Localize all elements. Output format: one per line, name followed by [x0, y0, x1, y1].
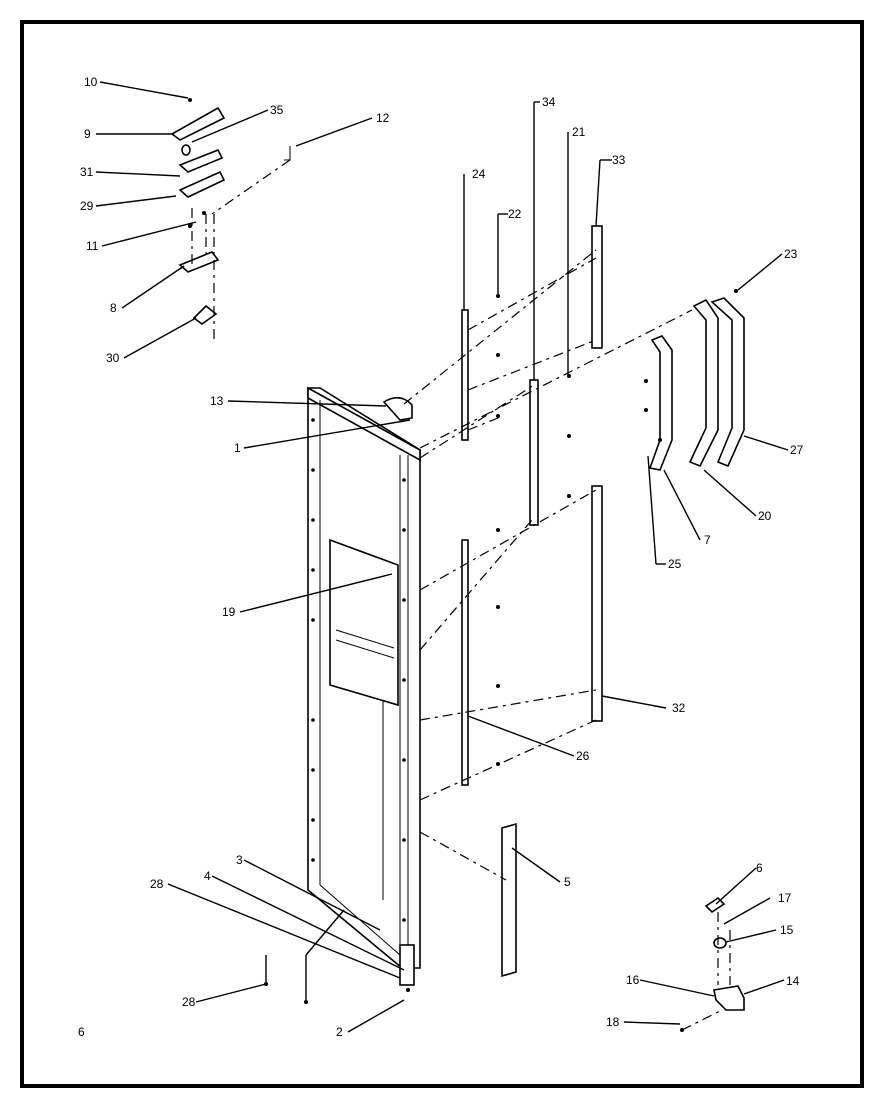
callout-2: 2 [336, 1025, 343, 1039]
frame-holes [311, 418, 406, 922]
page-border [20, 20, 864, 1088]
callout-34: 34 [542, 95, 556, 109]
top-hinge-assembly [170, 106, 291, 340]
assembly-lines [403, 249, 693, 881]
callout-24: 24 [472, 167, 486, 181]
callout-13: 13 [210, 394, 224, 408]
callout-28-lower: 28 [182, 995, 196, 1009]
callout-33: 33 [612, 153, 626, 167]
callout-8: 8 [110, 301, 117, 315]
callout-19: 19 [222, 605, 236, 619]
callout-14: 14 [786, 974, 800, 988]
bottom-hinge [399, 944, 415, 986]
callout-23: 23 [784, 247, 798, 261]
callout-6-top: 6 [756, 861, 763, 875]
callout-32: 32 [672, 701, 686, 715]
callout-30: 30 [106, 351, 120, 365]
callout-4: 4 [204, 869, 211, 883]
callout-11: 11 [86, 239, 99, 253]
callout-20: 20 [758, 509, 772, 523]
door-frame [307, 386, 421, 969]
callout-35: 35 [270, 103, 284, 117]
page-number-6: 6 [78, 1025, 85, 1039]
callout-12: 12 [376, 111, 390, 125]
callout-7: 7 [704, 533, 711, 547]
callout-22: 22 [508, 207, 522, 221]
callout-29: 29 [80, 199, 94, 213]
callout-16: 16 [626, 973, 640, 987]
callout-28-upper: 28 [150, 877, 164, 891]
callout-9: 9 [84, 127, 91, 141]
callout-21: 21 [572, 125, 586, 139]
callout-25: 25 [668, 557, 682, 571]
callout-15: 15 [780, 923, 794, 937]
callout-3: 3 [236, 853, 243, 867]
trim-strips [461, 225, 603, 978]
callout-labels: 10 9 35 12 31 29 11 8 30 13 1 19 24 22 3… [78, 75, 804, 1039]
callout-31: 31 [80, 165, 94, 179]
callout-26: 26 [576, 749, 590, 763]
callout-5: 5 [564, 875, 571, 889]
callout-10: 10 [84, 75, 98, 89]
callout-18: 18 [606, 1015, 620, 1029]
callout-27: 27 [790, 443, 804, 457]
handle-pieces [648, 297, 745, 471]
leader-lines [95, 81, 789, 1033]
callout-17: 17 [778, 891, 792, 905]
callout-1: 1 [234, 441, 241, 455]
